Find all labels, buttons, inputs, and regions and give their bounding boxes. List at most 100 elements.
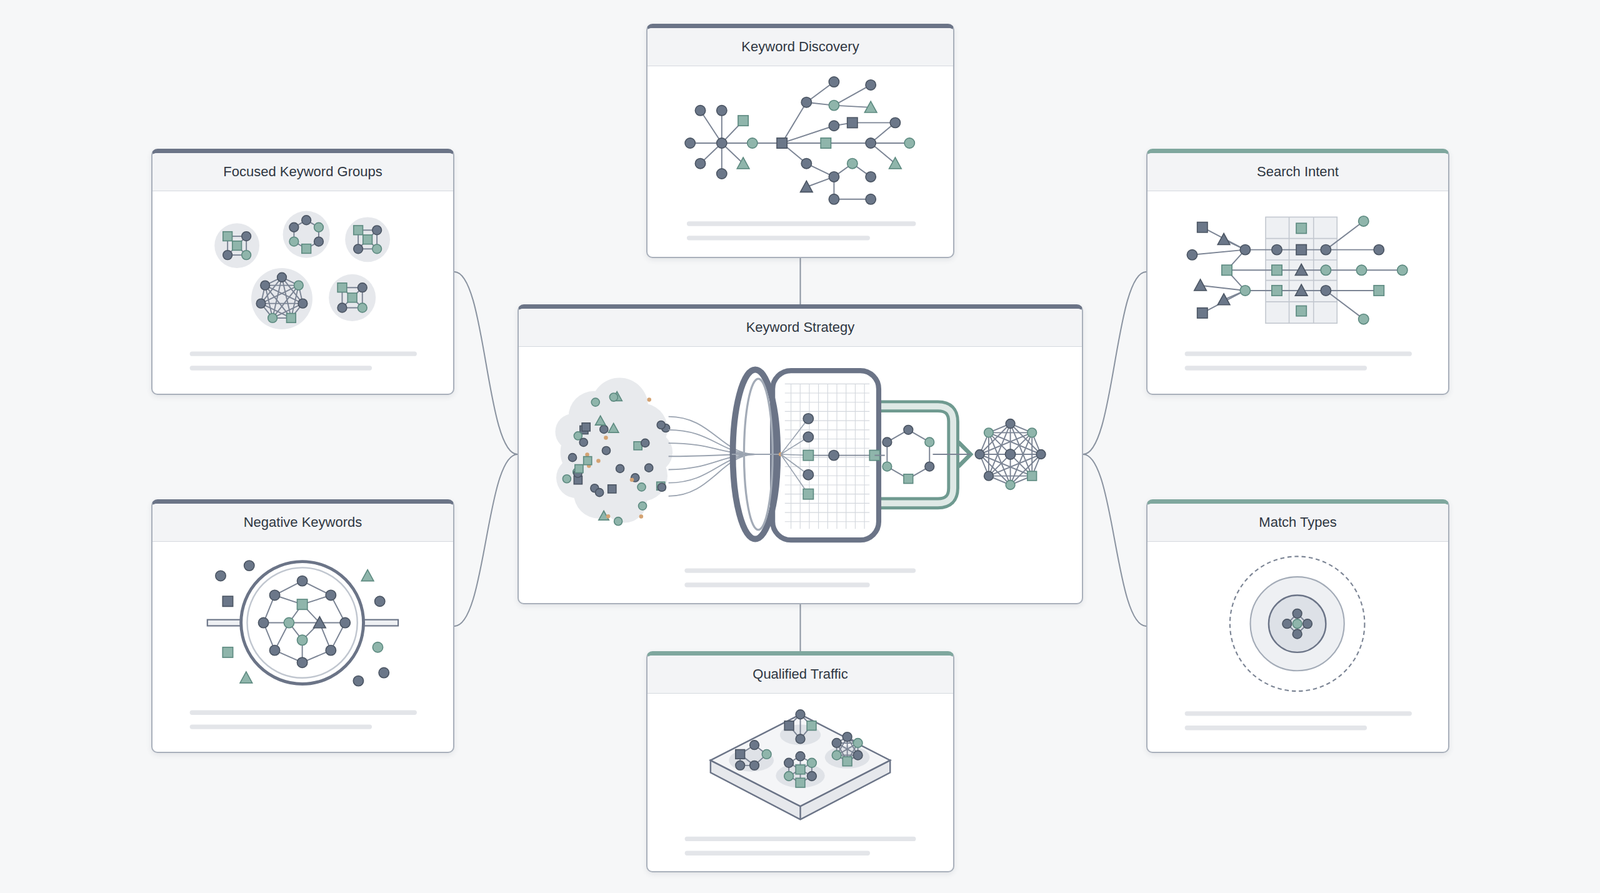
graph-node [803, 431, 814, 442]
connector [1083, 271, 1147, 455]
link-line [1202, 290, 1246, 314]
card-title: Keyword Discovery [741, 38, 859, 55]
graph-square [1296, 244, 1307, 255]
link-line [785, 411, 870, 412]
link-line [785, 456, 870, 458]
graph-node [803, 413, 814, 424]
link-line [800, 383, 801, 529]
graph-node [657, 483, 666, 492]
graph-node [795, 751, 805, 762]
graph-triangle [1295, 263, 1308, 275]
graph-square [1197, 308, 1208, 319]
link-line [818, 383, 819, 529]
graph-node [716, 105, 727, 116]
placeholder-bar [191, 351, 415, 356]
illustration [555, 369, 1045, 585]
link-line [825, 142, 871, 144]
connector [454, 454, 518, 627]
graph-node [842, 732, 852, 742]
link-line [1325, 249, 1379, 251]
graph-node [1186, 250, 1197, 260]
graph-node [340, 617, 350, 628]
placeholder-bar [686, 582, 868, 587]
link-line [700, 110, 722, 144]
graph-node [277, 272, 287, 282]
flow-line [668, 430, 756, 455]
graph-node [579, 438, 588, 447]
graph-node [1005, 449, 1015, 460]
graph-node [853, 750, 863, 760]
graph-square [296, 599, 307, 610]
link-line [785, 438, 870, 440]
keyword-cloud [602, 478, 648, 524]
graph-node [784, 758, 794, 768]
link-line [852, 121, 896, 124]
graph-node [353, 675, 364, 686]
graph-square [575, 465, 584, 474]
graph-node [828, 100, 839, 110]
graph-node [289, 222, 299, 232]
illustration [1186, 216, 1410, 369]
graph-node [372, 244, 382, 254]
graph-node [1036, 450, 1046, 460]
card-illustration [518, 308, 1084, 605]
link-line [1325, 290, 1364, 320]
graph-node [1397, 265, 1408, 275]
graph-node [656, 420, 665, 429]
graph-node [831, 750, 842, 760]
graph-node [904, 138, 915, 149]
link-line [785, 511, 870, 513]
graph-square [301, 244, 312, 254]
graph-square [842, 756, 852, 767]
link-line [781, 142, 826, 144]
link-line [988, 432, 990, 476]
graph-square [1221, 265, 1232, 275]
graph-square [1271, 285, 1282, 296]
flow-line [668, 416, 756, 455]
graph-node [750, 740, 760, 750]
link-line [785, 503, 870, 504]
keyword-cloud [555, 413, 592, 451]
graph-node [890, 117, 900, 128]
graph-node [268, 313, 278, 324]
graph-square [337, 283, 347, 293]
graph-node [600, 425, 609, 434]
filter-ring [241, 561, 364, 685]
link-line [855, 383, 856, 529]
graph-node [337, 303, 347, 313]
illustration [191, 211, 415, 369]
link-line [785, 429, 870, 430]
graph-node [601, 446, 610, 455]
graph-triangle [313, 616, 327, 629]
graph-node [296, 635, 307, 645]
graph-node [357, 283, 367, 293]
graph-triangle [595, 415, 606, 425]
graph-node [1356, 265, 1367, 275]
dot [639, 514, 644, 519]
placeholder-bar [686, 568, 914, 573]
graph-node [314, 222, 324, 232]
graph-node [256, 298, 266, 309]
link-line [785, 420, 870, 422]
graph-node [269, 590, 280, 600]
filter-ring-inner [246, 567, 357, 678]
graph-square [222, 647, 233, 658]
graph-node [357, 303, 367, 313]
link-line [785, 448, 870, 449]
link-line [980, 454, 1011, 485]
graph-triangle [889, 157, 902, 169]
graph-node [269, 645, 280, 655]
graph-node [847, 158, 858, 169]
card-title: Focused Keyword Groups [223, 163, 382, 180]
graph-node [695, 105, 705, 116]
graph-node [795, 734, 805, 744]
graph-triangle [1217, 233, 1230, 245]
graph-node [215, 570, 226, 581]
graph-node [865, 171, 876, 182]
graph-node [296, 575, 307, 586]
illustration [685, 76, 915, 239]
card-title: Match Types [1258, 514, 1337, 531]
graph-node [1292, 619, 1302, 629]
graph-square [784, 721, 794, 731]
